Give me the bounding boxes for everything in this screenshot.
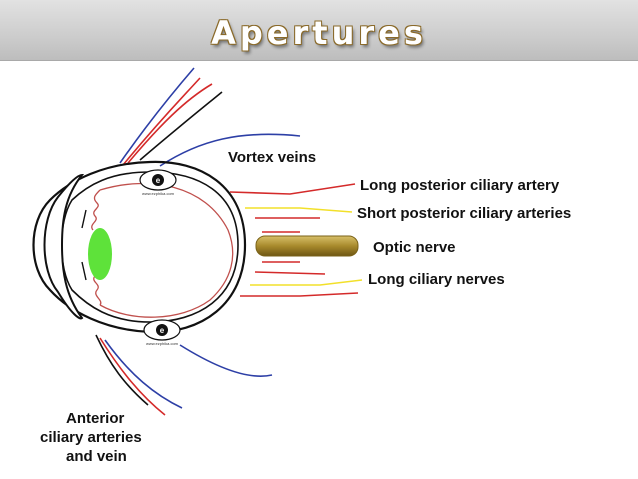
top-artery-1	[122, 77, 201, 166]
label-long-posterior-ciliary-artery: Long posterior ciliary artery	[360, 177, 560, 194]
long-ciliary-artery-line	[254, 271, 326, 275]
page-title: Apertures	[211, 14, 427, 52]
vortex-vein-upper	[159, 133, 301, 167]
retina	[99, 182, 234, 318]
label-optic-nerve: Optic nerve	[373, 239, 456, 256]
bottom-vessels	[95, 334, 273, 416]
watermark-text-bottom: www.ezphika.com	[146, 341, 179, 346]
top-nerve-1	[139, 91, 223, 161]
long-posterior-ciliary-artery-line	[229, 183, 356, 195]
vortex-vein-lower	[179, 344, 273, 378]
long-ciliary-artery-line-2	[240, 292, 359, 297]
iris-upper	[81, 209, 87, 229]
label-anterior-line1: Anterior	[66, 410, 125, 427]
anterior-nerve-1	[95, 334, 149, 406]
watermark-text-top: www.ezphika.com	[142, 191, 175, 196]
ciliary-body-upper	[91, 189, 101, 231]
label-anterior-line2: ciliary arteries	[40, 429, 142, 446]
iris-lower	[81, 261, 87, 281]
svg-text:e: e	[160, 326, 165, 335]
long-ciliary-nerve-line	[250, 279, 363, 286]
optic-nerve	[255, 235, 359, 257]
cornea	[43, 173, 85, 320]
label-vortex-veins: Vortex veins	[228, 149, 316, 166]
top-artery-2	[127, 83, 213, 164]
svg-text:e: e	[156, 176, 161, 185]
top-vessels	[119, 67, 301, 167]
short-posterior-nerve-line	[245, 207, 353, 213]
watermark-emblem-top: e www.ezphika.com	[139, 169, 177, 196]
label-anterior-line3: and vein	[66, 448, 127, 465]
anterior-artery-1	[99, 337, 166, 416]
top-vein-1	[119, 67, 195, 164]
watermark-emblem-bottom: e www.ezphika.com	[143, 319, 181, 346]
title-bar: Apertures	[0, 0, 638, 61]
anterior-vein-1	[104, 339, 183, 409]
posterior-vessels	[229, 183, 363, 297]
lens	[88, 228, 112, 280]
label-short-posterior-ciliary-arteries: Short posterior ciliary arteries	[357, 205, 571, 222]
label-long-ciliary-nerves: Long ciliary nerves	[368, 271, 505, 288]
